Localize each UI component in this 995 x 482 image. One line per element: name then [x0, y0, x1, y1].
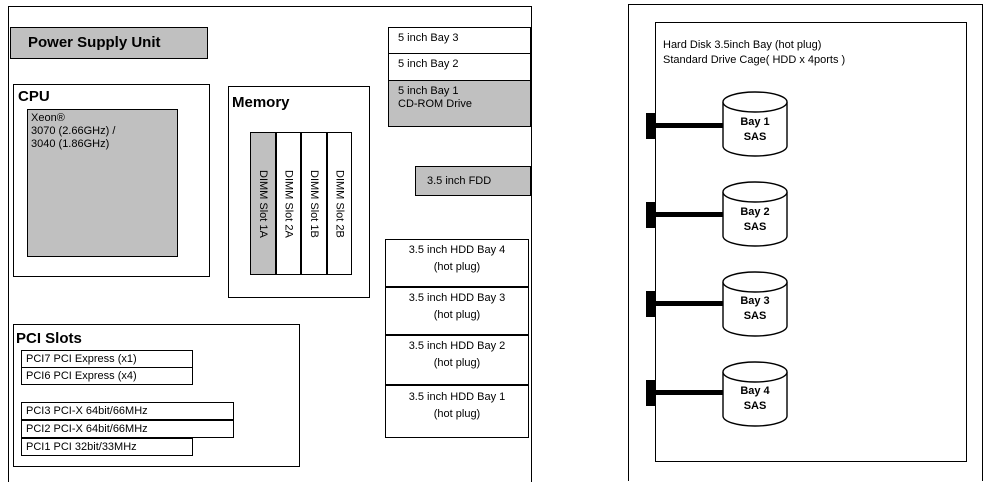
pci-slot-1: PCI1 PCI 32bit/33MHz	[21, 438, 193, 456]
bay-5inch-2: 5 inch Bay 2	[388, 53, 531, 81]
drive-cage-title-line: Hard Disk 3.5inch Bay (hot plug)	[663, 39, 822, 51]
sas-cable	[655, 212, 723, 217]
hdd-bay-2: 3.5 inch HDD Bay 2 (hot plug)	[385, 335, 529, 385]
power-supply-unit: Power Supply Unit	[10, 27, 208, 59]
bay-label: 5 inch Bay 1	[398, 85, 459, 97]
hdd-bay-3: 3.5 inch HDD Bay 3 (hot plug)	[385, 287, 529, 335]
hdd-bay-note: (hot plug)	[433, 261, 481, 273]
fdd-bay: 3.5 inch FDD	[415, 166, 531, 196]
sas-cable	[655, 390, 723, 395]
bay-5inch-3: 5 inch Bay 3	[388, 27, 531, 54]
pci-slot-2: PCI2 PCI-X 64bit/66MHz	[21, 420, 234, 438]
hdd-bay-title: 3.5 inch HDD Bay 3	[408, 292, 506, 304]
sas-cable	[655, 123, 723, 128]
disk-type: SAS	[743, 310, 767, 322]
cpu-spec-line: Xeon®	[31, 112, 65, 124]
drive-cage-outline	[628, 4, 983, 481]
dimm-slot-1a: DIMM Slot 1A	[250, 132, 276, 275]
disk-bay-3-label: Bay 3 SAS	[722, 294, 788, 324]
bay-label: CD-ROM Drive	[398, 98, 472, 110]
disk-bay-2-cylinder	[722, 181, 788, 247]
chassis-outline	[8, 6, 532, 482]
dimm-slot-2a: DIMM Slot 2A	[276, 132, 301, 275]
disk-name: Bay 3	[740, 295, 770, 307]
disk-name: Bay 2	[740, 206, 770, 218]
disk-type: SAS	[743, 221, 767, 233]
hdd-bay-4: 3.5 inch HDD Bay 4 (hot plug)	[385, 239, 529, 287]
pci-slot-6: PCI6 PCI Express (x4)	[21, 367, 193, 385]
hdd-bay-title: 3.5 inch HDD Bay 2	[408, 340, 506, 352]
hdd-bay-1: 3.5 inch HDD Bay 1 (hot plug)	[385, 385, 529, 438]
memory-title: Memory	[232, 94, 290, 111]
pci-slots-box: PCI Slots PCI7 PCI Express (x1) PCI6 PCI…	[13, 324, 300, 467]
cpu-spec-line: 3040 (1.86GHz)	[31, 138, 110, 150]
pci-slot-7: PCI7 PCI Express (x1)	[21, 350, 193, 368]
dimm-slot-1b: DIMM Slot 1B	[301, 132, 327, 275]
pci-slots-title: PCI Slots	[16, 330, 82, 347]
cpu-spec-line: 3070 (2.66GHz) /	[31, 125, 116, 137]
sas-connector	[646, 380, 656, 406]
hdd-bay-note: (hot plug)	[433, 309, 481, 321]
cpu-spec: Xeon® 3070 (2.66GHz) / 3040 (1.86GHz)	[27, 109, 178, 257]
drive-cage-title: Hard Disk 3.5inch Bay (hot plug) Standar…	[663, 39, 845, 67]
disk-bay-1-cylinder	[722, 91, 788, 157]
hdd-bay-note: (hot plug)	[433, 408, 481, 420]
sas-connector	[646, 113, 656, 139]
disk-bay-4-cylinder	[722, 361, 788, 427]
disk-bay-3-cylinder	[722, 271, 788, 337]
sas-connector	[646, 202, 656, 228]
disk-bay-1-label: Bay 1 SAS	[722, 115, 788, 145]
disk-type: SAS	[743, 131, 767, 143]
hdd-bay-note: (hot plug)	[433, 357, 481, 369]
bay-5inch-1: 5 inch Bay 1 CD-ROM Drive	[388, 80, 531, 127]
hdd-bay-title: 3.5 inch HDD Bay 4	[408, 244, 506, 256]
bay-label: 5 inch Bay 3	[398, 32, 459, 44]
hdd-bay-title: 3.5 inch HDD Bay 1	[408, 391, 506, 403]
drive-cage-box: Hard Disk 3.5inch Bay (hot plug) Standar…	[655, 22, 967, 462]
disk-bay-4-label: Bay 4 SAS	[722, 384, 788, 414]
cpu-box: CPU Xeon® 3070 (2.66GHz) / 3040 (1.86GHz…	[13, 84, 210, 277]
disk-bay-2-label: Bay 2 SAS	[722, 205, 788, 235]
bay-label: 5 inch Bay 2	[398, 58, 459, 70]
disk-name: Bay 4	[740, 385, 770, 397]
sas-cable	[655, 301, 723, 306]
cpu-title: CPU	[18, 88, 50, 105]
memory-box: Memory DIMM Slot 1A DIMM Slot 2A DIMM Sl…	[228, 86, 370, 298]
disk-name: Bay 1	[740, 116, 770, 128]
disk-type: SAS	[743, 400, 767, 412]
pci-slot-3: PCI3 PCI-X 64bit/66MHz	[21, 402, 234, 420]
sas-connector	[646, 291, 656, 317]
drive-cage-title-line: Standard Drive Cage( HDD x 4ports )	[663, 54, 846, 66]
dimm-slot-2b: DIMM Slot 2B	[327, 132, 352, 275]
